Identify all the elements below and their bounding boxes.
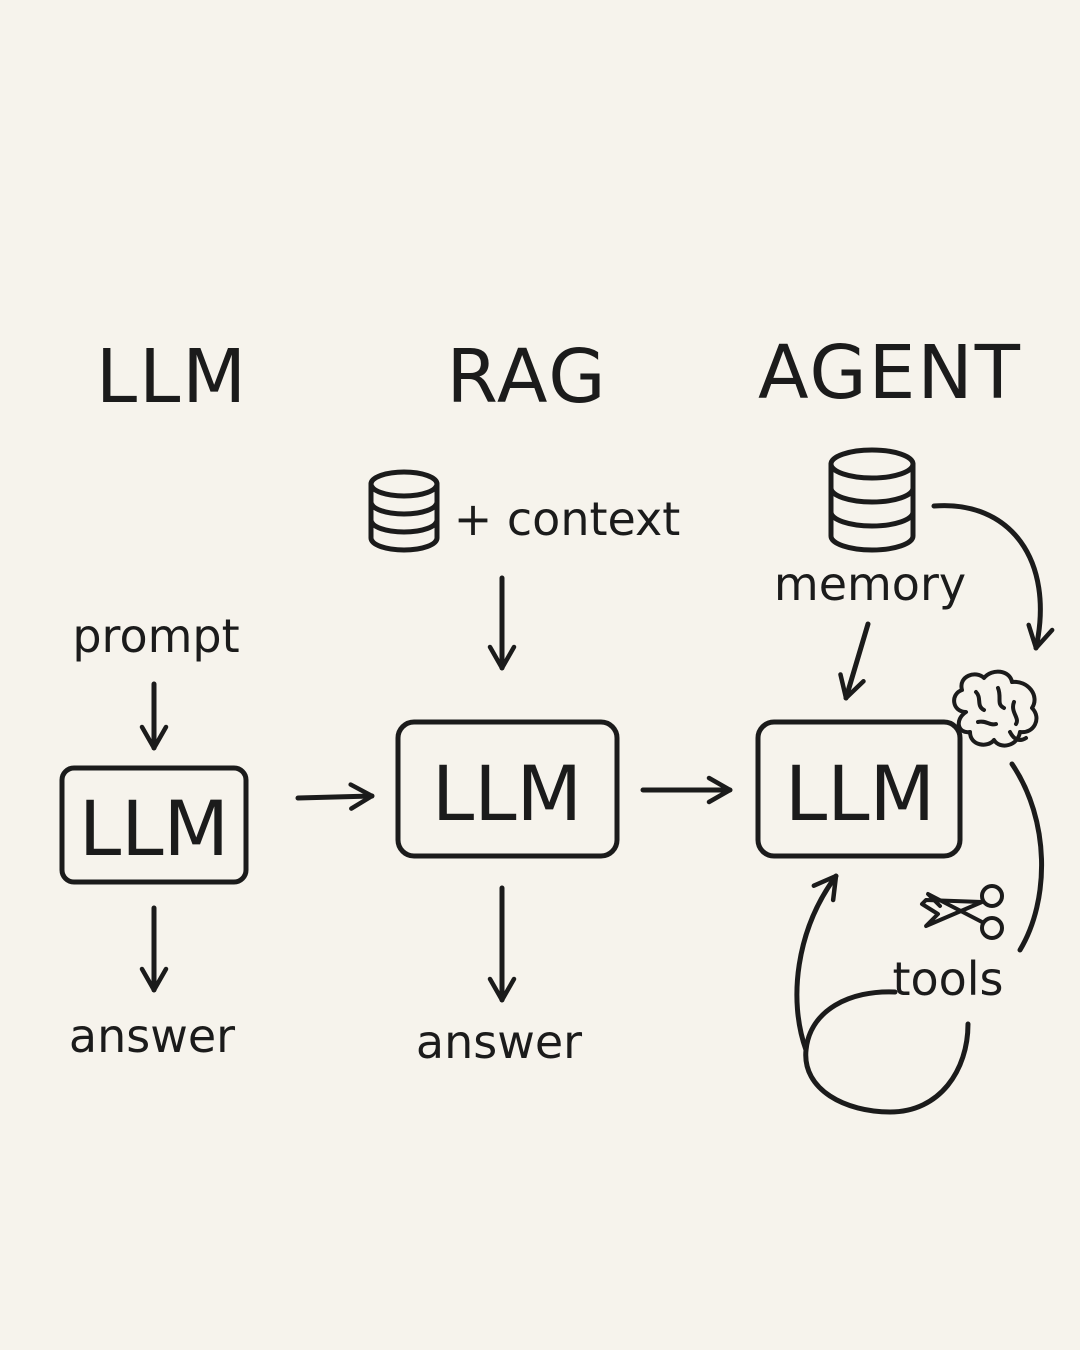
scissors-icon bbox=[920, 884, 1004, 940]
context-label: + context bbox=[454, 492, 681, 546]
column-title-rag: RAG bbox=[446, 334, 607, 420]
tools-return-arrow bbox=[794, 873, 839, 1053]
column-title-agent: AGENT bbox=[758, 330, 1022, 416]
brain-to-tools-curve bbox=[1009, 761, 1045, 953]
llm-box-agent bbox=[755, 719, 963, 859]
answer-label-rag: answer bbox=[416, 1015, 582, 1069]
llm-box-basic bbox=[59, 765, 249, 885]
memory-to-brain-arrow bbox=[931, 503, 1055, 651]
llm-to-rag-arrow bbox=[295, 782, 375, 811]
column-title-llm: LLM bbox=[96, 334, 248, 420]
tools-loop-arrow bbox=[803, 989, 971, 1115]
llm-box-rag bbox=[395, 719, 620, 859]
brain-icon bbox=[952, 669, 1039, 748]
llm-box-basic-label: LLM bbox=[79, 784, 229, 873]
tools-label: tools bbox=[892, 952, 1003, 1006]
database-icon bbox=[828, 447, 916, 553]
memory-label: memory bbox=[774, 557, 966, 611]
answer-label-basic: answer bbox=[69, 1009, 235, 1063]
llm-box-agent-label: LLM bbox=[785, 749, 935, 838]
database-icon bbox=[368, 469, 440, 553]
llm-box-rag-label: LLM bbox=[432, 749, 582, 838]
memory-arrow bbox=[838, 621, 871, 701]
prompt-label: prompt bbox=[72, 609, 239, 663]
